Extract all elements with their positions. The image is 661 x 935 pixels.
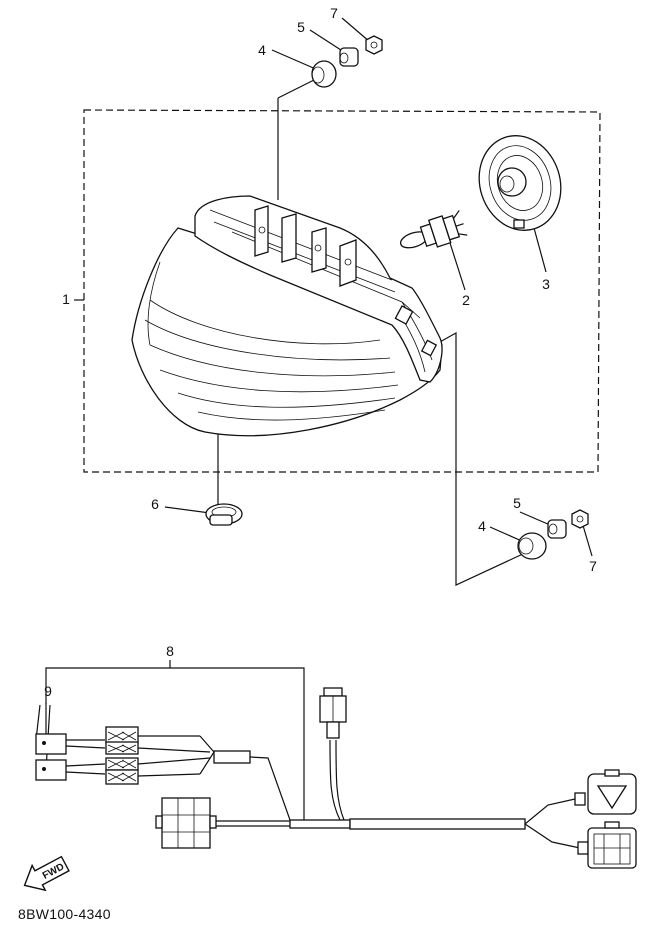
grommet-4-right bbox=[517, 532, 547, 560]
callout-c5b: 5 bbox=[513, 495, 521, 511]
wire-harness bbox=[35, 687, 637, 869]
fwd-arrow-icon: FWD bbox=[23, 855, 70, 892]
collar-5-right bbox=[547, 519, 567, 539]
assembly-boundary bbox=[83, 109, 601, 473]
callout-c2: 2 bbox=[462, 292, 470, 308]
headlight-unit bbox=[131, 195, 443, 437]
leader-lines bbox=[74, 17, 593, 586]
grommet-4-top bbox=[311, 60, 337, 88]
coupler-left bbox=[155, 797, 217, 849]
callout-c4b: 4 bbox=[478, 518, 486, 534]
nut-7-right bbox=[571, 509, 589, 529]
callout-c6: 6 bbox=[151, 496, 159, 512]
terminal-clips bbox=[105, 726, 139, 785]
coupler-right-bottom bbox=[577, 821, 637, 869]
callout-c9: 9 bbox=[44, 683, 52, 699]
coupler-top bbox=[319, 687, 347, 739]
callout-c4a: 4 bbox=[258, 42, 266, 58]
callout-c5a: 5 bbox=[297, 19, 305, 35]
callout-c3: 3 bbox=[542, 276, 550, 292]
plug-6 bbox=[205, 503, 243, 526]
housing-ribs bbox=[254, 205, 357, 287]
bulb bbox=[399, 210, 468, 249]
callout-c8: 8 bbox=[166, 643, 174, 659]
lens-texture bbox=[144, 261, 399, 421]
callout-labels: 1 2 3 4 5 7 6 5 4 7 8 9 bbox=[44, 5, 597, 699]
callout-c7a: 7 bbox=[330, 5, 338, 21]
collar-5-top bbox=[339, 47, 359, 67]
callout-c7b: 7 bbox=[589, 558, 597, 574]
bulb-cover bbox=[478, 135, 562, 231]
nut-7-top bbox=[365, 35, 383, 55]
callout-c1: 1 bbox=[62, 291, 70, 307]
drawing-code: 8BW100-4340 bbox=[18, 906, 111, 922]
coupler-right-top bbox=[574, 769, 637, 815]
